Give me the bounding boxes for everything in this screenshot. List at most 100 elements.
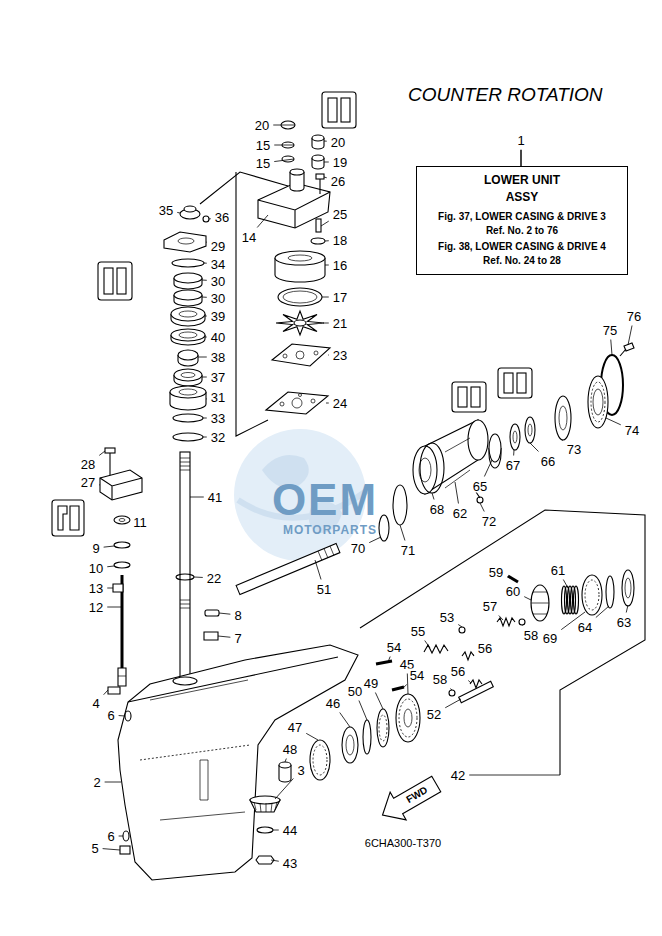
callout-number: 71 bbox=[400, 544, 416, 557]
leader-line bbox=[119, 715, 125, 716]
propeller-shaft bbox=[236, 543, 340, 594]
drive-shaft-seal-stack-part bbox=[174, 290, 202, 300]
sealant-inset-part bbox=[328, 98, 337, 122]
callout-number: 4 bbox=[91, 697, 100, 710]
leader-line bbox=[194, 577, 203, 578]
shift-mechanism-part bbox=[585, 580, 599, 610]
callout-number: 2 bbox=[92, 776, 101, 789]
pinion-gear-set-part bbox=[279, 762, 291, 768]
lower-casing-part bbox=[120, 846, 130, 854]
leader-line bbox=[203, 418, 207, 419]
water-pump-internals-part bbox=[283, 354, 287, 358]
bearing-housing-part bbox=[513, 431, 517, 443]
leader-line bbox=[480, 503, 484, 512]
callout-number: 35 bbox=[158, 204, 174, 217]
leader-line bbox=[596, 606, 609, 618]
callout-number: 27 bbox=[80, 476, 96, 489]
callout-number: 72 bbox=[481, 515, 497, 528]
leader-line bbox=[403, 685, 407, 689]
water-pump-internals-part bbox=[283, 291, 317, 303]
callout-number: 26 bbox=[330, 175, 346, 188]
water-pump-small-parts-part bbox=[312, 135, 324, 141]
leader-line bbox=[484, 460, 492, 477]
leader-line bbox=[425, 641, 430, 649]
water-pump-internals-part bbox=[278, 288, 322, 306]
gear-train-part bbox=[346, 735, 354, 755]
bearing-housing-part bbox=[489, 434, 501, 462]
leader-line bbox=[322, 297, 329, 298]
leader-line bbox=[375, 693, 383, 710]
callout-number: 22 bbox=[206, 572, 222, 585]
leader-bracket-part bbox=[360, 510, 645, 775]
lower-casing-part bbox=[128, 657, 338, 702]
drive-shaft-seal-stack-part bbox=[179, 332, 197, 338]
lower-casing-part bbox=[173, 677, 197, 685]
shift-rod-part bbox=[109, 453, 110, 478]
box-text: ASSY bbox=[425, 190, 619, 205]
drive-shaft-seal-stack-part bbox=[174, 369, 202, 381]
direction-label: FWD bbox=[404, 784, 430, 805]
callout-number: 15 bbox=[255, 139, 271, 152]
leader-line bbox=[107, 588, 113, 589]
leader-line bbox=[203, 437, 207, 438]
lower-casing-part bbox=[140, 745, 250, 760]
leader-line bbox=[204, 263, 207, 264]
gear-train-part bbox=[310, 740, 330, 780]
lower-casing-part bbox=[125, 711, 131, 721]
forward-arrow-part bbox=[375, 770, 445, 829]
callout-number: 9 bbox=[91, 542, 100, 555]
leader-line bbox=[202, 377, 207, 378]
leader-line bbox=[445, 699, 461, 708]
leader-line bbox=[324, 162, 329, 163]
leader-line bbox=[468, 681, 471, 684]
leader-line bbox=[530, 443, 539, 452]
leader-line bbox=[103, 849, 120, 850]
sealant-inset-part bbox=[52, 500, 84, 536]
forward-arrow bbox=[375, 770, 445, 829]
lower-casing-part bbox=[205, 610, 219, 616]
water-pump-internals-part bbox=[276, 311, 324, 335]
leader-line bbox=[340, 713, 350, 728]
water-pump-internals-part bbox=[294, 320, 306, 326]
callout-number: 64 bbox=[577, 621, 593, 634]
callout-number: 52 bbox=[426, 708, 442, 721]
gear-train-part bbox=[363, 720, 371, 754]
leader-line bbox=[321, 221, 329, 226]
leader-line bbox=[469, 775, 560, 776]
propeller-shaft-part bbox=[236, 543, 340, 594]
leader-line bbox=[198, 357, 207, 358]
shift-mechanism-part bbox=[392, 687, 404, 690]
leader-line bbox=[628, 326, 632, 346]
callout-number: 75 bbox=[602, 324, 618, 337]
shift-mechanism bbox=[376, 570, 634, 703]
leader-line bbox=[99, 451, 105, 455]
water-pump-internals-part bbox=[292, 398, 302, 408]
bearing-housing-part bbox=[393, 485, 407, 525]
callout-number: 21 bbox=[332, 317, 348, 330]
drive-shaft-part bbox=[180, 452, 190, 692]
leader-line bbox=[369, 537, 381, 543]
leader-line bbox=[190, 497, 204, 498]
sealant-inset-part bbox=[504, 373, 513, 393]
pinion-gear-set-part bbox=[257, 827, 273, 833]
callout-number: 36 bbox=[214, 211, 230, 224]
sealant-inset-part bbox=[452, 382, 486, 412]
bearing-housing-part bbox=[510, 424, 520, 450]
shift-mechanism-part bbox=[531, 592, 549, 614]
leader-line bbox=[107, 566, 114, 568]
leader-line bbox=[219, 613, 230, 614]
callout-number: 13 bbox=[88, 582, 104, 595]
leader-line bbox=[400, 525, 405, 541]
leader-line bbox=[513, 450, 514, 456]
sealant-inset-part bbox=[322, 92, 356, 128]
leader-line bbox=[473, 654, 475, 655]
leader-line bbox=[105, 782, 121, 783]
callout-number: 40 bbox=[210, 331, 226, 344]
sealant-inset-part bbox=[117, 268, 126, 294]
callout-number: 24 bbox=[332, 397, 348, 410]
shift-rod-part bbox=[119, 519, 125, 522]
drive-shaft-seal-stack-part bbox=[178, 238, 194, 244]
leader-line bbox=[274, 145, 294, 146]
leader-line bbox=[326, 403, 329, 404]
water-pump-internals-part bbox=[276, 311, 324, 335]
